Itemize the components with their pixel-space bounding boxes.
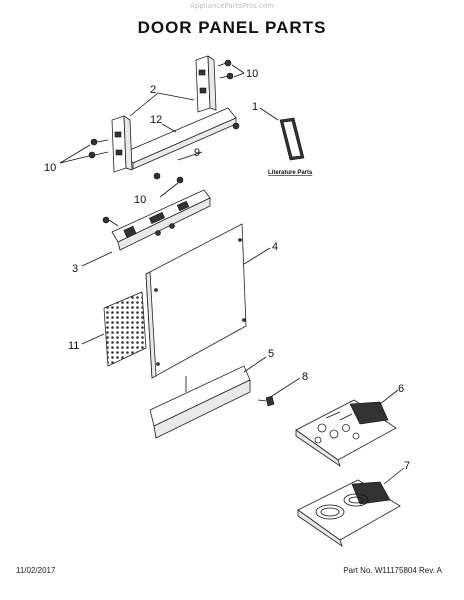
callout-6: 6 [398, 383, 404, 395]
hardware-bag [295, 399, 397, 467]
callout-9: 9 [194, 147, 200, 159]
callout-7: 7 [404, 460, 410, 472]
screw-8 [257, 395, 275, 407]
callout-3: 3 [72, 263, 78, 275]
callout-12: 12 [150, 114, 162, 126]
callout-10-left: 10 [44, 162, 56, 174]
watermark: AppliancePartsPros.com [190, 2, 274, 10]
callout-4: 4 [272, 241, 278, 253]
insulation-pad [103, 291, 147, 367]
footer-date: 11/02/2017 [16, 566, 56, 575]
page-title: DOOR PANEL PARTS [137, 18, 327, 37]
spring-bag [297, 479, 401, 547]
literature-booklet: Literature Parts [268, 117, 313, 176]
literature-parts-label: Literature Parts [268, 170, 313, 176]
callouts: 1 2 3 4 5 6 7 8 9 10 10 10 11 12 [44, 68, 410, 472]
footer-part-info: Part No. W11175804 Rev. A [343, 566, 442, 575]
callout-5: 5 [268, 348, 274, 360]
callout-1: 1 [252, 101, 258, 113]
callout-11: 11 [68, 340, 79, 352]
lower-trim [149, 365, 251, 439]
callout-8: 8 [302, 371, 308, 383]
callout-2: 2 [150, 84, 156, 96]
leader-lines [59, 64, 405, 485]
callout-10-middle: 10 [134, 194, 146, 206]
latch-channel [102, 176, 211, 251]
callout-10-top: 10 [246, 68, 258, 80]
hinge-bracket-assembly [88, 55, 240, 180]
door-panel [145, 223, 247, 379]
